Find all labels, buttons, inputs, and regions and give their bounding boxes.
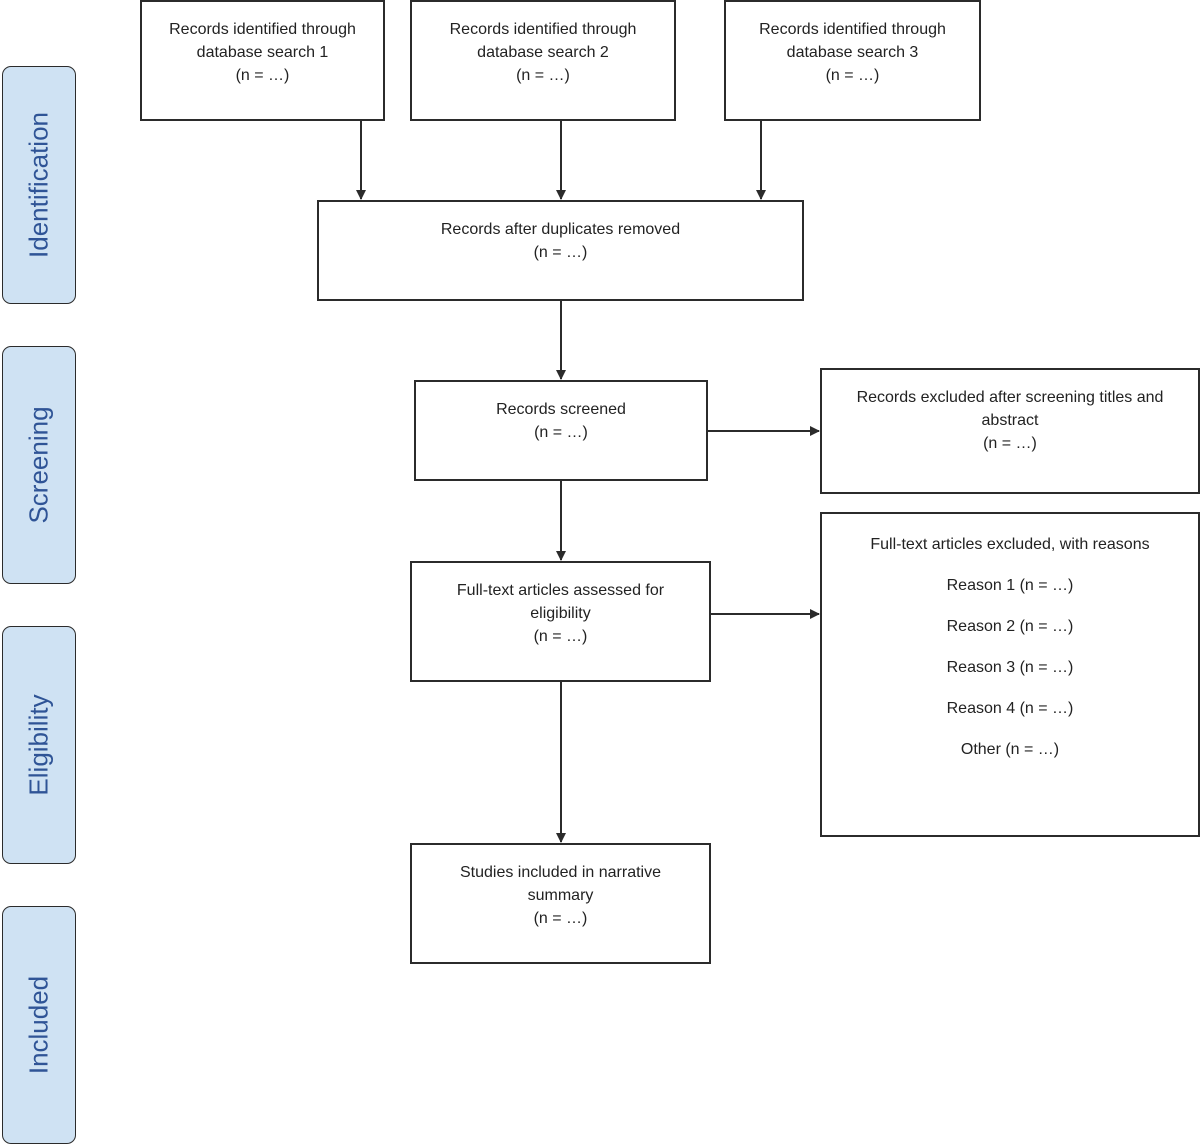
source-2-count: (n = …) [516,67,570,84]
stage-screening: Screening [2,346,76,584]
stage-screening-label: Screening [23,406,54,524]
screened-box: Records screened (n = …) [414,380,708,481]
excluded-reason: Reason 2 (n = …) [946,618,1074,635]
excluded-reason: Other (n = …) [960,741,1060,758]
source-3-line1: Records identified through [759,21,946,38]
excluded-fulltext-title: Full-text articles excluded, with reason… [870,536,1150,553]
source-box-1: Records identified through database sear… [140,0,385,121]
deduplicated-count: (n = …) [533,244,588,261]
excluded-screening-count: (n = …) [983,435,1037,452]
source-3-line2: database search 3 [786,44,919,61]
included-count: (n = …) [533,910,588,927]
excluded-screening-line2: abstract [981,412,1039,429]
excluded-reason: Reason 1 (n = …) [946,577,1074,594]
stage-included-label: Included [23,975,54,1075]
stage-identification: Identification [2,66,76,304]
deduplicated-label: Records after duplicates removed [440,221,681,238]
source-2-line2: database search 2 [477,44,609,61]
source-1-count: (n = …) [235,67,290,84]
source-1-line2: database search 1 [196,44,329,61]
source-box-2: Records identified through database sear… [410,0,676,121]
fulltext-line2: eligibility [530,605,591,622]
screened-label: Records screened [496,401,626,418]
included-line2: summary [527,887,594,904]
screened-count: (n = …) [534,424,588,441]
source-3-count: (n = …) [825,67,880,84]
excluded-fulltext-box: Full-text articles excluded, with reason… [820,512,1200,837]
stage-included: Included [2,906,76,1144]
deduplicated-box: Records after duplicates removed (n = …) [317,200,804,301]
excluded-reason: Reason 4 (n = …) [946,700,1074,717]
stage-identification-label: Identification [23,112,54,258]
source-2-line1: Records identified through [449,21,637,38]
excluded-screening-line1: Records excluded after screening titles … [856,389,1164,406]
source-box-3: Records identified through database sear… [724,0,981,121]
fulltext-line1: Full-text articles assessed for [456,582,665,599]
source-1-line1: Records identified through [169,21,356,38]
stage-eligibility-label: Eligibility [23,694,54,796]
included-line1: Studies included in narrative [459,864,661,881]
excluded-reason: Reason 3 (n = …) [946,659,1074,676]
excluded-screening-box: Records excluded after screening titles … [820,368,1200,494]
fulltext-box: Full-text articles assessed for eligibil… [410,561,711,682]
stage-eligibility: Eligibility [2,626,76,864]
fulltext-count: (n = …) [533,628,588,645]
included-box: Studies included in narrative summary (n… [410,843,711,964]
